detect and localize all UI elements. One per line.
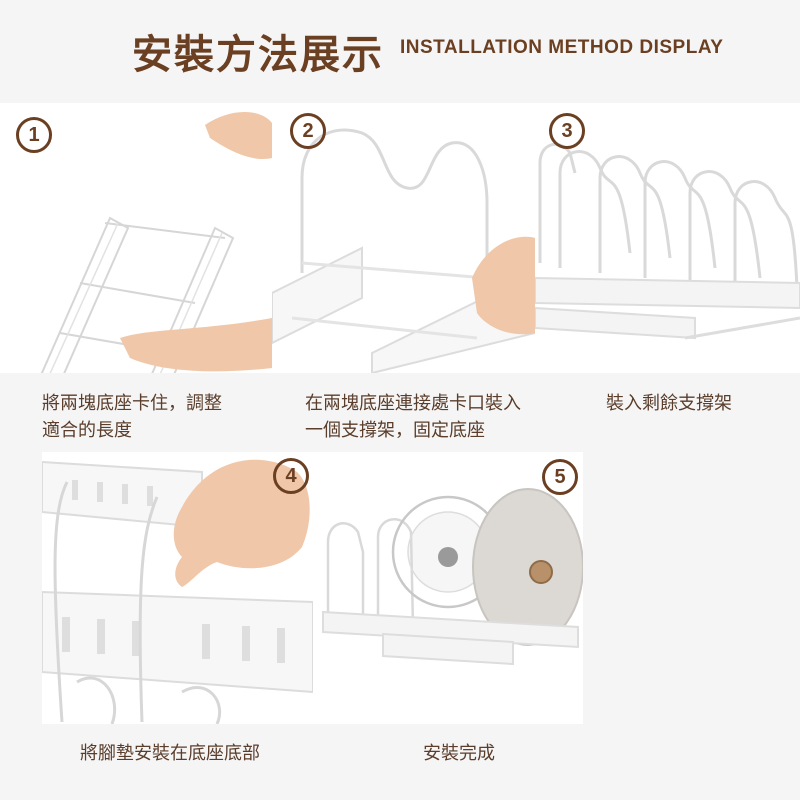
step-4-caption-line1: 將腳墊安裝在底座底部 bbox=[80, 743, 260, 764]
rack-base-illustration bbox=[40, 111, 272, 373]
step-2-caption-line1: 在兩塊底座連接處卡口裝入 bbox=[305, 393, 521, 414]
page-header: 安裝方法展示 INSTALLATION METHOD DISPLAY bbox=[0, 0, 800, 100]
foot-pad-illustration bbox=[42, 459, 313, 724]
step-3-caption: 裝入剩餘支撐架 bbox=[606, 390, 732, 417]
step-1-caption: 將兩塊底座卡住，調整 適合的長度 bbox=[42, 390, 222, 444]
step-5-caption-line1: 安裝完成 bbox=[423, 743, 495, 764]
step-3-photo: 3 bbox=[535, 103, 800, 373]
step-3-badge: 3 bbox=[549, 113, 585, 149]
page-subtitle: INSTALLATION METHOD DISPLAY bbox=[400, 37, 724, 58]
rack-support-illustration bbox=[272, 128, 535, 373]
step-5-caption: 安裝完成 bbox=[423, 740, 495, 767]
step-2-caption: 在兩塊底座連接處卡口裝入 一個支撐架，固定底座 bbox=[305, 390, 521, 444]
step-1-badge: 1 bbox=[16, 117, 52, 153]
step-2-photo: 2 bbox=[272, 103, 535, 373]
step-1-caption-line1: 將兩塊底座卡住，調整 bbox=[42, 393, 222, 414]
step-4-photo: 4 bbox=[42, 452, 313, 724]
step-4-badge: 4 bbox=[273, 458, 309, 494]
step-2-badge: 2 bbox=[290, 113, 326, 149]
step-4-caption: 將腳墊安裝在底座底部 bbox=[80, 740, 260, 767]
page-title: 安裝方法展示 bbox=[132, 32, 384, 78]
step-3-caption-line1: 裝入剩餘支撐架 bbox=[606, 393, 732, 414]
step-1-caption-line2: 適合的長度 bbox=[42, 420, 132, 441]
step-1-photo: 1 bbox=[0, 103, 272, 373]
step-5-badge: 5 bbox=[542, 459, 578, 495]
step-2-caption-line2: 一個支撐架，固定底座 bbox=[305, 420, 485, 441]
rack-assembled-illustration bbox=[535, 142, 800, 340]
finished-rack-with-lids-illustration bbox=[322, 488, 583, 666]
step-5-photo: 5 bbox=[313, 452, 583, 724]
